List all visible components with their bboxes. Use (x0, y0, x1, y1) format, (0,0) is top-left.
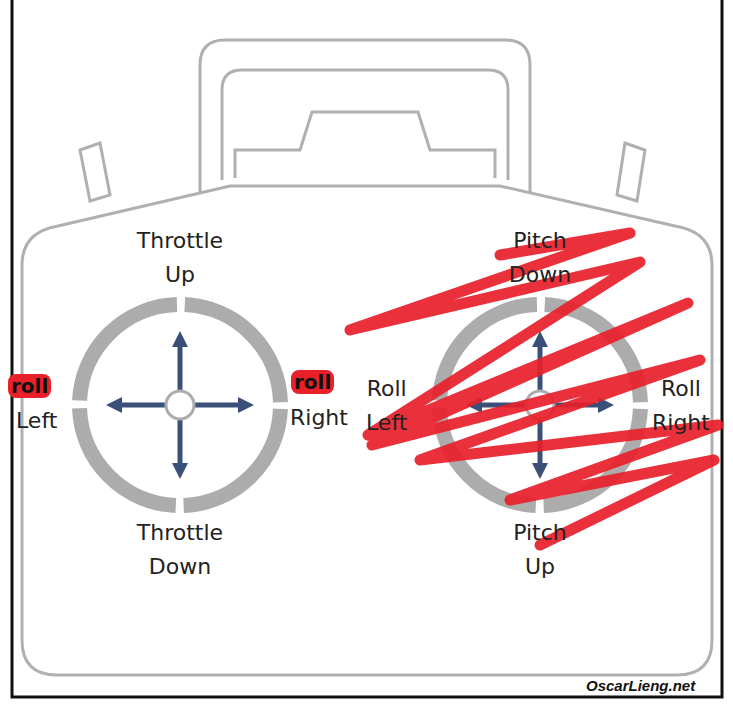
left-stick (80, 305, 281, 506)
handle-bump (235, 112, 495, 178)
axis-label: Roll Left (366, 372, 407, 440)
watermark: OscarLieng.net (586, 677, 695, 695)
annotation-label: roll (8, 374, 51, 398)
handle-outer (200, 40, 530, 192)
handle-inner (222, 70, 508, 180)
axis-label: Right (290, 401, 348, 435)
axis-label: Pitch Down (509, 224, 571, 292)
switch-left (80, 143, 110, 201)
axis-label: Pitch Up (513, 516, 567, 584)
stick-knob (166, 391, 194, 419)
annotation-label: roll (291, 370, 334, 394)
gimbal-ring (80, 305, 281, 506)
frame-line (12, 0, 722, 697)
axis-label: Throttle Up (137, 224, 223, 292)
switch-right (617, 143, 645, 201)
transmitter-body (22, 186, 712, 675)
axis-label: Left (16, 404, 57, 438)
axis-label: Throttle Down (137, 516, 223, 584)
axis-label: Roll Right (652, 372, 710, 440)
